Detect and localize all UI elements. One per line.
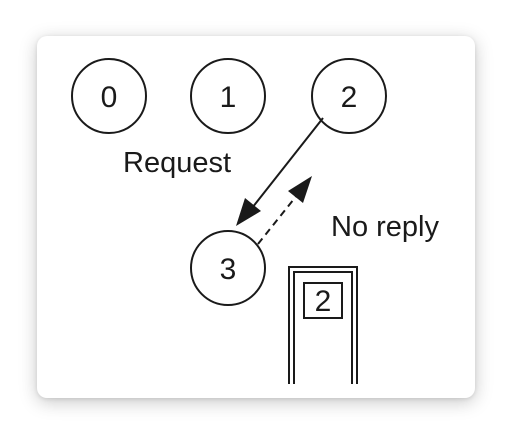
node-3: 3 xyxy=(190,230,266,306)
no-reply-arrowhead xyxy=(288,176,312,203)
node-3-label: 3 xyxy=(220,253,237,286)
door-box: 2 xyxy=(288,266,358,384)
no-reply-label: No reply xyxy=(331,211,439,243)
door-outer-frame xyxy=(288,266,358,384)
no-reply-arrow-line xyxy=(257,193,299,245)
request-arrowhead xyxy=(236,198,261,226)
request-label: Request xyxy=(123,147,231,179)
node-2: 2 xyxy=(311,58,387,134)
node-3-circle xyxy=(190,230,266,306)
node-1: 1 xyxy=(190,58,266,134)
node-2-circle xyxy=(311,58,387,134)
door-label-box xyxy=(303,282,343,319)
node-0: 0 xyxy=(71,58,147,134)
no-reply-arrow xyxy=(257,176,312,245)
node-1-label: 1 xyxy=(220,81,237,114)
door-label: 2 xyxy=(315,285,332,318)
node-2-label: 2 xyxy=(341,81,358,114)
node-0-label: 0 xyxy=(101,81,118,114)
request-arrow-line xyxy=(251,117,324,209)
node-1-circle xyxy=(190,58,266,134)
node-0-circle xyxy=(71,58,147,134)
request-arrow xyxy=(236,117,324,226)
door-inner-frame xyxy=(293,271,353,384)
